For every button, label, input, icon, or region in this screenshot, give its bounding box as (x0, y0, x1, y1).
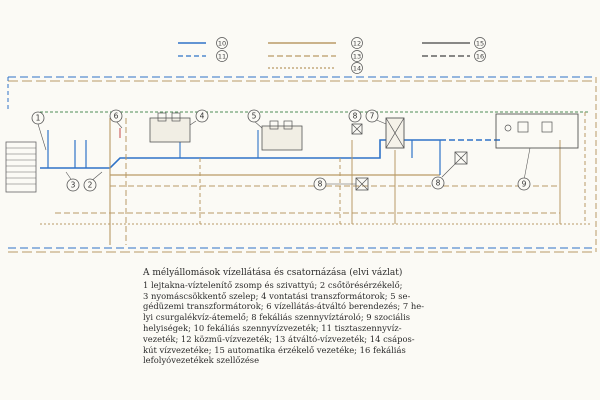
caption-line: 1 lejtakna-víztelenítő zsomp és szivatty… (143, 279, 403, 290)
drainage-pump-7 (385, 117, 405, 149)
callout-9: 9 (517, 177, 531, 191)
callout-2: 2 (83, 178, 97, 192)
legend-marker-15: 15 (474, 37, 486, 49)
callout-5: 5 (247, 109, 261, 123)
legend-marker-11: 11 (216, 50, 228, 62)
legend-number: 12 (353, 39, 361, 47)
pipe-network (40, 111, 590, 245)
callout-number: 3 (71, 181, 76, 190)
callout-number: 8 (318, 180, 323, 189)
caption-line: vezeték; 12 közmű-vízvezeték; 13 átváltó… (143, 333, 415, 344)
legend-marker-14: 14 (351, 62, 363, 74)
callout-number: 7 (370, 112, 375, 121)
diagram-caption: A mélyállomások vízellátása és csatornáz… (143, 268, 443, 366)
social-rooms-9 (495, 113, 579, 149)
callout-8-top: 8 (348, 109, 362, 123)
callout-number: 2 (88, 181, 93, 190)
callout-number: 5 (252, 112, 257, 121)
inclined-shaft-stairs (5, 141, 37, 193)
caption-title: A mélyállomások vízellátása és csatornáz… (143, 268, 403, 278)
caption-line: 3 nyomáscsökkentő szelep; 4 vontatási tr… (143, 290, 411, 301)
legend-marker-16: 16 (474, 50, 486, 62)
callout-number: 9 (522, 180, 527, 189)
legend-number: 15 (476, 39, 484, 47)
callout-number: 4 (200, 112, 205, 121)
legend-number: 10 (218, 39, 226, 47)
caption-line: kút vízvezetéke; 15 automatika érzékelő … (143, 344, 406, 355)
callout-4: 4 (195, 109, 209, 123)
sewage-tank-top (351, 123, 363, 135)
callout-7: 7 (365, 109, 379, 123)
sewage-tank-bottom (355, 177, 369, 191)
caption-line: gédüzemi transzformátorok; 6 vízellátás-… (143, 301, 425, 312)
sewage-tank-right (454, 151, 468, 165)
callout-number: 6 (114, 112, 119, 121)
caption-line: helyiségek; 10 fekáliás szennyvízvezeték… (143, 322, 402, 333)
callout-number: 1 (36, 114, 41, 123)
caption-line: lyi csurgalékvíz-átemelő; 8 fekáliás sze… (143, 312, 411, 323)
legend-marker-13: 13 (351, 50, 363, 62)
callout-3: 3 (66, 178, 80, 192)
legend-number: 16 (476, 52, 484, 60)
caption-line: lefolyóvezetékek szellőzése (143, 355, 260, 366)
water-supply-diagram: 10 11 12 13 14 15 16 (5, 37, 597, 253)
callout-6: 6 (109, 109, 123, 123)
legend-number: 13 (353, 52, 361, 60)
callout-8-right: 8 (431, 176, 445, 190)
callout-8-bottom: 8 (313, 177, 327, 191)
legend-number: 11 (218, 52, 226, 60)
callout-number: 8 (353, 112, 358, 121)
legend-marker-12: 12 (351, 37, 363, 49)
line-legend: 10 11 12 13 14 15 16 (178, 37, 486, 74)
callout-number: 8 (436, 179, 441, 188)
legend-marker-10: 10 (216, 37, 228, 49)
callout-1: 1 (31, 111, 45, 125)
station-outline (7, 76, 597, 253)
transformer-room-5 (261, 120, 303, 151)
legend-number: 14 (353, 64, 361, 72)
transformer-room-4 (149, 112, 191, 143)
